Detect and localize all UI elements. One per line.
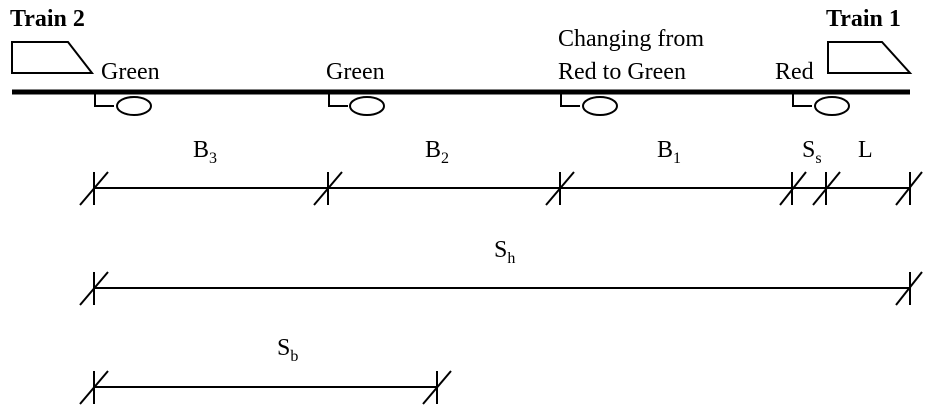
segment-b1-label: B1 xyxy=(657,137,681,167)
segment-l-label: L xyxy=(858,137,873,163)
signal-2-state-line1: Changing from xyxy=(558,26,704,52)
train-1-label: Train 1 xyxy=(826,6,901,32)
signal-2-icon xyxy=(560,94,618,116)
signal-3-state: Green xyxy=(326,59,385,85)
signal-4-icon xyxy=(94,94,152,116)
train-2-icon xyxy=(11,41,95,74)
signal-2-state-line2: Red to Green xyxy=(558,59,686,85)
blocks-dimension-line xyxy=(79,171,923,206)
headway-dimension-line xyxy=(79,271,923,306)
braking-distance-label: Sb xyxy=(277,335,298,365)
segment-ss-label: Ss xyxy=(802,137,822,167)
segment-b2-label: B2 xyxy=(425,137,449,167)
train-2-label: Train 2 xyxy=(10,6,85,32)
signal-1-icon xyxy=(792,94,850,116)
braking-dimension-line xyxy=(79,370,452,405)
train-1-icon xyxy=(827,41,913,74)
signal-4-state: Green xyxy=(101,59,160,85)
signal-3-icon xyxy=(328,94,385,116)
headway-distance-label: Sh xyxy=(494,237,515,267)
segment-b3-label: B3 xyxy=(193,137,217,167)
signal-1-state: Red xyxy=(775,59,814,85)
